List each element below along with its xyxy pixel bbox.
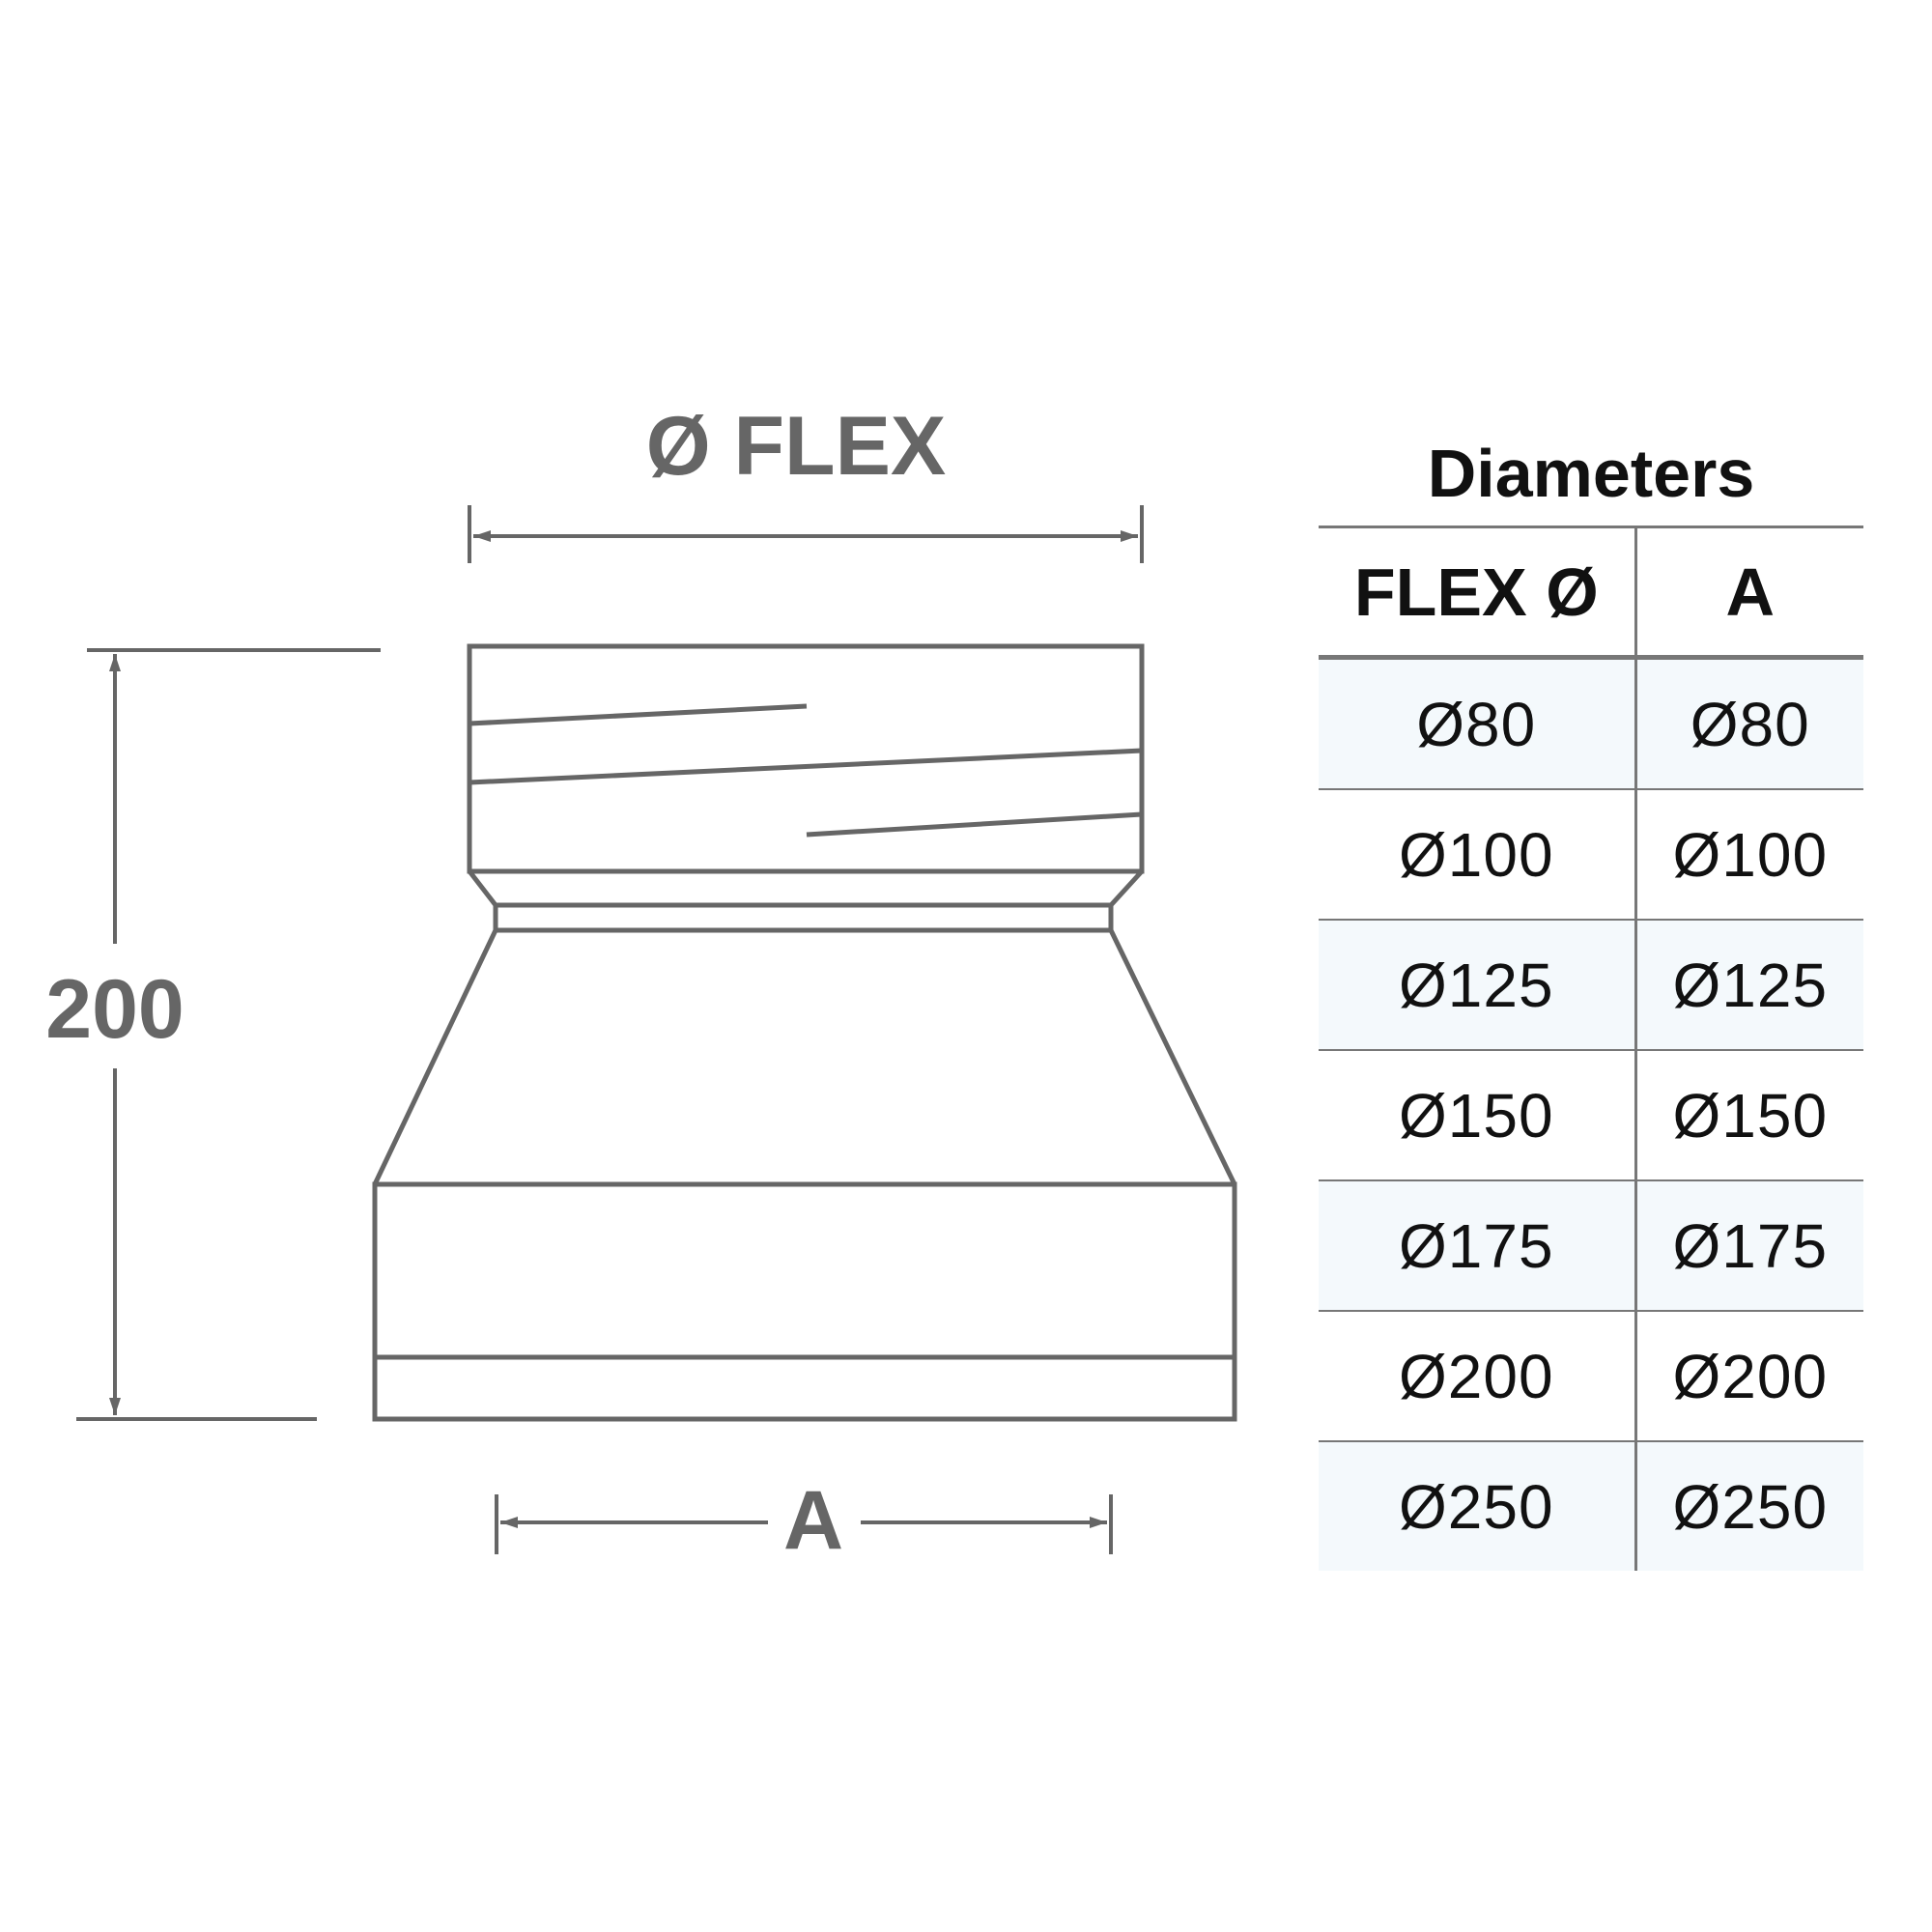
a-dimension [495,1494,1113,1554]
spiral-line [469,703,808,726]
a-cell: Ø125 [1634,920,1863,1051]
outlet-spigot [372,1181,1237,1422]
spiral-line [469,748,1143,785]
header-a: A [1634,526,1863,660]
reducer-body [372,643,1237,1422]
a-cell: Ø150 [1634,1050,1863,1181]
a-cell: Ø80 [1634,657,1863,790]
flex-cell: Ø250 [1319,1441,1635,1571]
neck-band [493,902,1114,933]
header-flex: FLEX Ø [1319,526,1635,660]
a-cell: Ø200 [1634,1311,1863,1442]
flex-collar [467,643,1145,874]
flex-cell: Ø125 [1319,920,1635,1051]
flex-cell: Ø100 [1319,789,1635,921]
flex-cell: Ø80 [1319,657,1635,790]
flex-cell: Ø200 [1319,1311,1635,1442]
flex-cell: Ø175 [1319,1180,1635,1312]
a-cell: Ø100 [1634,789,1863,921]
a-cell: Ø250 [1634,1441,1863,1571]
a-dimension-label: A [782,1474,844,1567]
spiral-line [806,811,1143,838]
collar-taper [468,869,1144,908]
a-cell: Ø175 [1634,1180,1863,1312]
flex-cell: Ø150 [1319,1050,1635,1181]
table-title: Diameters [1427,436,1755,511]
flex-dimension-label: Ø FLEX [645,400,947,493]
height-dimension-label: 200 [45,963,185,1056]
cone-left [372,928,498,1186]
cone-right [1108,928,1237,1186]
height-dimension [76,648,381,1421]
flex-dimension [468,505,1144,563]
table-header-row: FLEX Ø A [1319,526,1863,660]
